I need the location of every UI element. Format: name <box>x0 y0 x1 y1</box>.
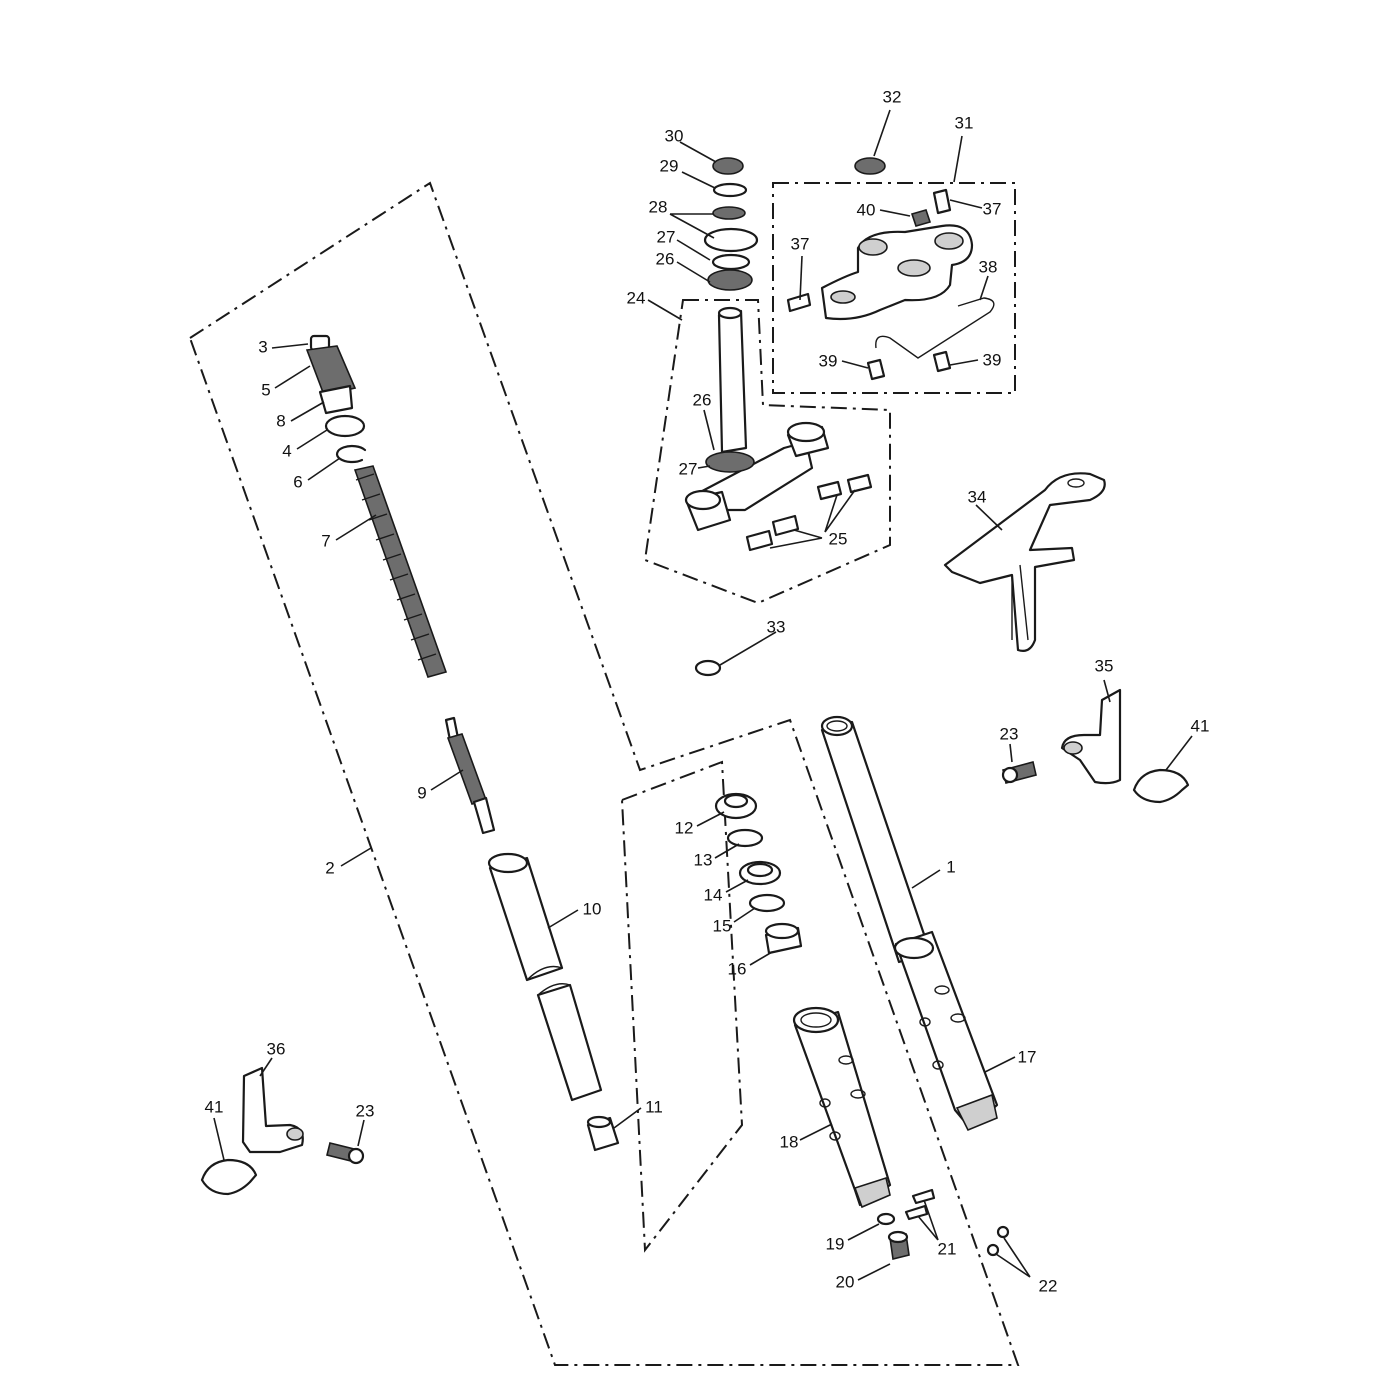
cable-guide-wire <box>875 297 995 359</box>
callout-17: 17 <box>1018 1047 1037 1066</box>
clamp-screw-right <box>1001 761 1037 784</box>
callout-21: 21 <box>938 1239 957 1258</box>
callout-30: 30 <box>665 126 684 145</box>
top-yoke <box>820 224 974 321</box>
callout-37-right: 37 <box>983 199 1002 218</box>
callout-40: 40 <box>857 200 876 219</box>
callout-36: 36 <box>267 1039 286 1058</box>
fork-inner-tube <box>820 715 932 964</box>
callout-5: 5 <box>261 380 270 399</box>
callout-32: 32 <box>883 87 902 106</box>
leader-lines <box>213 109 1193 1281</box>
fork-seals-group-border <box>620 760 744 1253</box>
damper-rod <box>444 716 496 835</box>
circlip <box>335 444 367 464</box>
callout-12: 12 <box>675 818 694 837</box>
top-yoke-group-border <box>772 182 1016 394</box>
callout-23-left: 23 <box>356 1101 375 1120</box>
callout-10: 10 <box>583 899 602 918</box>
sealing-washer <box>876 1212 896 1226</box>
callout-6: 6 <box>293 472 302 491</box>
callout-35: 35 <box>1095 656 1114 675</box>
callout-23-right: 23 <box>1000 724 1019 743</box>
callout-39-left: 39 <box>819 351 838 370</box>
fork-spring <box>353 465 448 678</box>
lower-yoke-group-border <box>643 299 891 605</box>
callout-4: 4 <box>282 441 291 460</box>
callout-7: 7 <box>321 531 330 550</box>
callout-labels: 1 2 3 4 5 6 7 8 9 10 11 12 13 14 15 16 1… <box>205 87 1210 1295</box>
top-yoke-bolts <box>786 188 952 381</box>
damper-tube <box>487 852 603 1102</box>
callout-28: 28 <box>649 197 668 216</box>
callout-11: 11 <box>645 1097 663 1116</box>
callout-14: 14 <box>704 885 723 904</box>
top-nut <box>854 157 886 175</box>
fork-top-cap <box>305 334 357 415</box>
seal-clip <box>726 828 764 848</box>
mounting-bracket <box>943 472 1106 652</box>
callout-29: 29 <box>660 156 679 175</box>
callout-27-lower: 27 <box>679 459 698 478</box>
callout-19: 19 <box>826 1234 845 1253</box>
bearing-stack <box>703 157 759 291</box>
pinch-bolts <box>904 1188 936 1221</box>
clip-ring-right <box>1132 768 1190 804</box>
lower-yoke-bolts <box>745 473 873 552</box>
oil-seal <box>738 860 782 886</box>
callout-16: 16 <box>728 959 747 978</box>
fork-clamp-right <box>1060 688 1122 785</box>
o-ring <box>324 414 366 438</box>
drain-bolt <box>887 1230 910 1260</box>
callout-22: 22 <box>1039 1276 1058 1295</box>
callout-20: 20 <box>836 1272 855 1291</box>
callout-27-upper: 27 <box>657 227 676 246</box>
callout-33: 33 <box>767 617 786 636</box>
fork-internals-group-border <box>188 181 1020 1366</box>
guide-bush <box>764 922 803 955</box>
bush <box>586 1115 620 1152</box>
callout-37-left: 37 <box>791 234 810 253</box>
callout-9: 9 <box>417 783 426 802</box>
washer <box>748 893 786 913</box>
callout-38: 38 <box>979 257 998 276</box>
callout-39-right: 39 <box>983 350 1002 369</box>
callout-15: 15 <box>713 916 732 935</box>
callout-31: 31 <box>955 113 974 132</box>
callout-34: 34 <box>968 487 987 506</box>
dust-seal <box>714 792 758 820</box>
callout-2: 2 <box>325 858 334 877</box>
clamp-screw-left <box>326 1142 365 1165</box>
plugs <box>986 1225 1010 1257</box>
lower-yoke-stem <box>684 306 830 532</box>
callout-8: 8 <box>276 411 285 430</box>
outer-fork-leg-left <box>792 1006 892 1209</box>
callout-3: 3 <box>258 337 267 356</box>
callout-26-upper: 26 <box>656 249 675 268</box>
clip-ring-left <box>200 1158 258 1196</box>
outer-fork-leg-right <box>893 930 999 1132</box>
callout-25-upper: 25 <box>829 529 848 548</box>
fork-clamp-left <box>241 1066 304 1154</box>
callout-41-right: 41 <box>1191 716 1210 735</box>
callout-41-left: 41 <box>205 1097 224 1116</box>
callout-18: 18 <box>780 1132 799 1151</box>
stem-nut <box>694 659 722 677</box>
callout-26-lower: 26 <box>693 390 712 409</box>
callout-13: 13 <box>694 850 713 869</box>
callout-1: 1 <box>946 857 955 876</box>
callout-24: 24 <box>627 288 646 307</box>
